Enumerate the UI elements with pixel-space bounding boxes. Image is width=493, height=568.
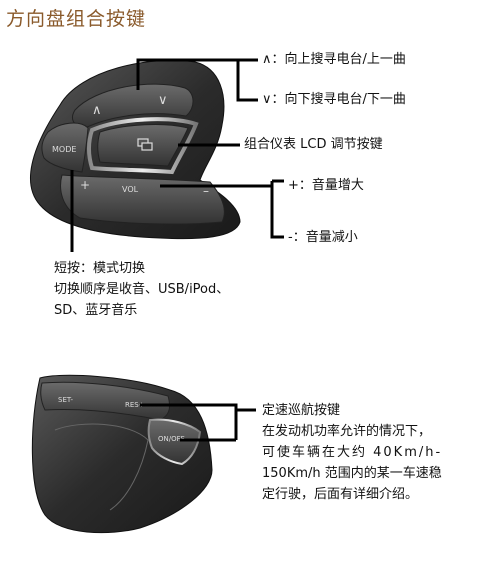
cruise-line: 可使车辆在大约 40Km/h- <box>262 445 443 460</box>
lcd-display-icon[interactable] <box>137 138 153 151</box>
label-lcd-adjust: 组合仪表 LCD 调节按键 <box>244 137 383 152</box>
set-minus-button[interactable]: SET- <box>58 396 73 404</box>
label-volume-up: +：音量增大 <box>288 178 364 193</box>
mode-button[interactable]: MODE <box>52 145 76 154</box>
cruise-heading: 定速巡航按键 <box>262 403 341 418</box>
up-arrow-icon[interactable]: ∧ <box>92 103 102 118</box>
volume-label: VOL <box>122 185 139 194</box>
volume-plus-icon[interactable]: + <box>80 178 90 192</box>
label-seek-down: ∨：向下搜寻电台/下一曲 <box>262 92 406 107</box>
volume-minus-icon[interactable]: – <box>203 184 209 198</box>
mode-line: 切换顺序是收音、USB/iPod、 <box>54 282 230 297</box>
res-plus-button[interactable]: RES+ <box>125 401 145 409</box>
label-volume-down: -：音量减小 <box>288 230 358 245</box>
callout-lines-2 <box>140 403 256 442</box>
down-arrow-icon[interactable]: ∨ <box>158 93 168 108</box>
cruise-line: 150Km/h 范围内的某一车速稳 <box>262 466 442 481</box>
on-off-button[interactable]: ON/OFF <box>158 435 185 443</box>
label-mode-description: 短按：模式切换 切换顺序是收音、USB/iPod、 SD、蓝牙音乐 <box>54 258 229 321</box>
wheel-2-cluster: SET- RES+ ON/OFF <box>31 374 213 534</box>
callout-lines-1 <box>70 58 284 252</box>
cruise-line: 定行驶，后面有详细介绍。 <box>262 487 419 502</box>
cruise-line: 在发动机功率允许的情况下， <box>262 424 432 439</box>
wheel-1-cluster: ∧ ∨ MODE + VOL – <box>29 59 241 240</box>
mode-line: SD、蓝牙音乐 <box>54 303 138 318</box>
label-seek-up: ∧：向上搜寻电台/上一曲 <box>262 52 406 67</box>
cruise-description: 定速巡航按键 在发动机功率允许的情况下， 可使车辆在大约 40Km/h- 150… <box>262 400 482 505</box>
page-title: 方向盘组合按键 <box>6 8 147 30</box>
mode-line: 短按：模式切换 <box>54 261 146 276</box>
